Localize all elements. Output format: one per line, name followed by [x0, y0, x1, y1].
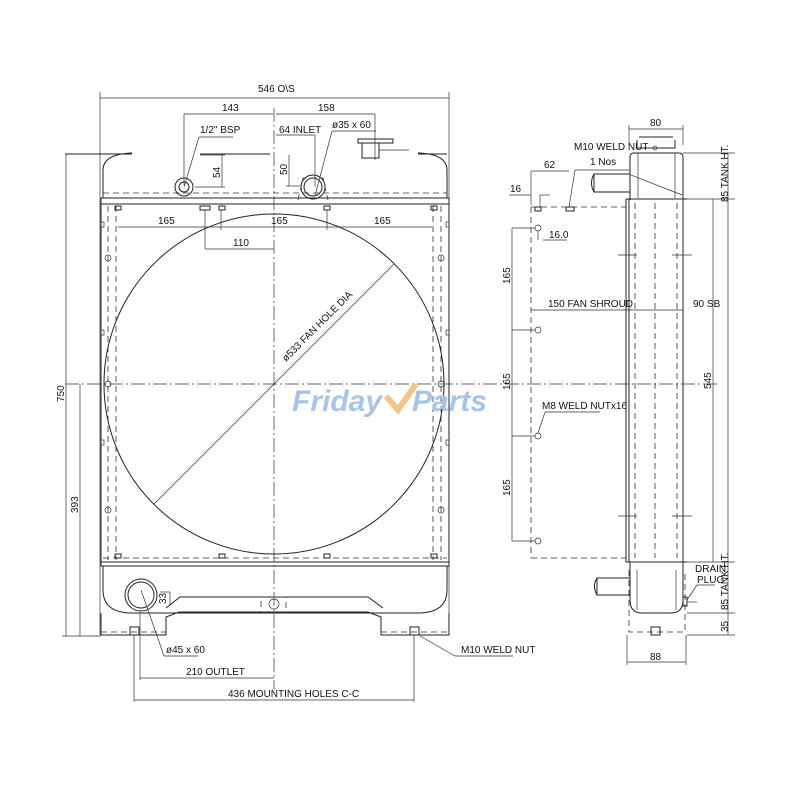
fan-shroud-label: 150 FAN SHROUD	[548, 299, 633, 310]
dim-33: 33	[158, 592, 169, 604]
overall-width-label: 546 O\S	[258, 84, 295, 95]
watermark-text-friday: Friday	[292, 385, 383, 418]
outlet-size-label: ø45 x 60	[166, 645, 205, 656]
dim-158: 158	[318, 103, 335, 114]
dim-110: 110	[233, 238, 249, 249]
bottom-weld-nut-label: M10 WELD NUT	[461, 645, 535, 656]
front-view: 546 O\S 143 158 1/2" BSP 54 ø35 x 6	[56, 84, 720, 702]
top-width-label: 80	[650, 118, 662, 129]
dim-16: 16	[510, 184, 522, 195]
bolt-spacing-right: 165	[374, 216, 391, 227]
watermark-check-icon	[383, 382, 419, 415]
dim-62: 62	[544, 160, 556, 171]
plug-label: PLUG	[697, 575, 724, 586]
bottom-35-label: 35	[720, 620, 731, 632]
side-spacing-2: 165	[502, 373, 513, 390]
top-tank-height-label: 85 TANK HT.	[720, 145, 731, 202]
bottom-width-label: 88	[650, 652, 662, 663]
watermark-logo: Friday Parts	[292, 382, 487, 418]
overall-height-label: 750	[56, 385, 67, 402]
drain-label: DRAIN	[695, 564, 726, 575]
inlet-size-label: ø35 x 60	[332, 120, 371, 131]
lower-height-label: 393	[70, 496, 81, 513]
top-weld-nut-label: M10 WELD NUT	[574, 142, 648, 153]
dim-16-0: 16.0	[549, 230, 569, 241]
dim-143: 143	[222, 103, 239, 114]
bottom-tank-height-label: 85 TANK HT.	[720, 553, 731, 610]
dim-50: 50	[279, 163, 290, 175]
watermark-text-parts: Parts	[412, 385, 487, 418]
core-height-label: 545	[703, 372, 714, 389]
bsp-label: 1/2" BSP	[200, 125, 241, 136]
bolt-spacing-center: 165	[271, 216, 288, 227]
dim-54: 54	[212, 166, 223, 178]
sb-label: 90 SB	[693, 299, 721, 310]
mounting-holes-label: 436 MOUNTING HOLES C-C	[228, 689, 359, 700]
side-spacing-3: 165	[502, 479, 513, 496]
top-weld-nut-qty: 1 Nos	[590, 157, 616, 168]
m8-weld-nut-label: M8 WELD NUTx16	[542, 401, 627, 412]
side-spacing-1: 165	[502, 267, 513, 284]
side-view: 80 M10 WELD NUT 1 Nos 62 16	[502, 118, 735, 665]
outlet-offset-label: 210 OUTLET	[186, 667, 245, 678]
inlet-label: 64 INLET	[279, 125, 321, 136]
fan-hole-label: ø533 FAN HOLE DIA	[280, 289, 355, 364]
bolt-spacing-left: 165	[158, 216, 175, 227]
